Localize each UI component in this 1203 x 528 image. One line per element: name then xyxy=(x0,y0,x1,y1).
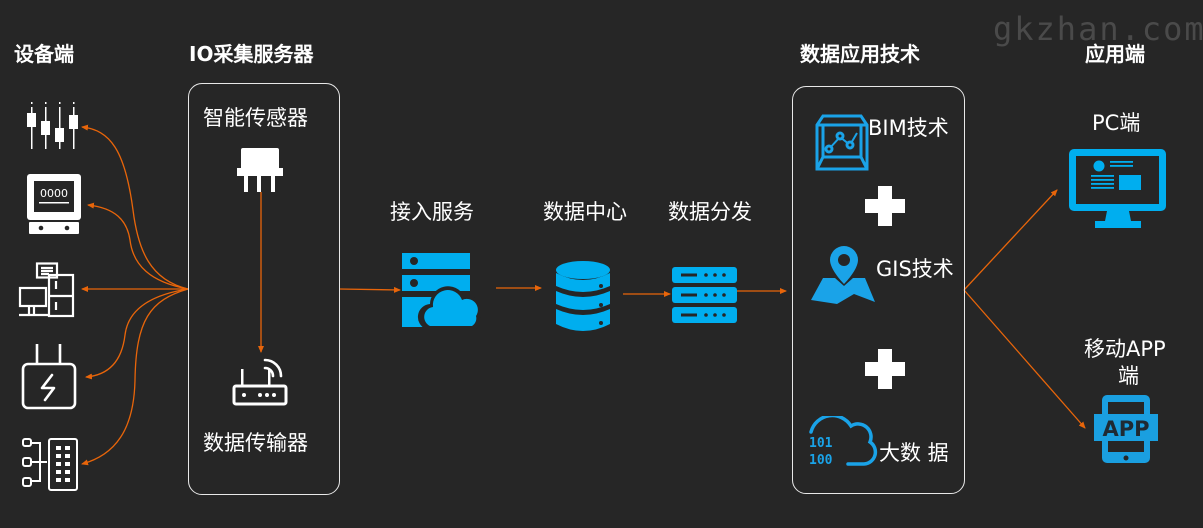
desktop-monitor-icon xyxy=(1069,149,1167,229)
bim-label: BIM技术 xyxy=(868,116,949,140)
app-text: APP xyxy=(1102,417,1149,441)
binary-100: 100 xyxy=(809,453,833,468)
io-server-box xyxy=(188,83,340,495)
data-distribution-label: 数据分发 xyxy=(668,200,752,224)
mobile-label-line1: 移动APP xyxy=(1084,337,1166,361)
plus-icon xyxy=(865,349,905,389)
pc-label: PC端 xyxy=(1092,111,1141,135)
tech-heading: 数据应用技术 xyxy=(800,42,920,66)
router-icon xyxy=(232,356,292,408)
watermark: gkzhan.com xyxy=(993,10,1203,48)
mobile-label-line2: 端 xyxy=(1118,364,1139,388)
cloud-binary-icon: 101 100 xyxy=(808,413,878,470)
svg-text:0000: 0000 xyxy=(40,187,68,200)
network-panel-icon xyxy=(21,437,79,493)
power-plug-icon xyxy=(20,342,78,410)
bigdata-label: 大数 据 xyxy=(879,441,949,465)
server-rack-icon xyxy=(672,267,738,323)
sliders-icon xyxy=(24,100,80,150)
binary-101: 101 xyxy=(809,436,833,451)
cloud-server-icon xyxy=(402,253,482,329)
devices-heading: 设备端 xyxy=(14,42,74,66)
transmitter-label: 数据传输器 xyxy=(203,431,308,455)
data-center-label: 数据中心 xyxy=(543,200,627,224)
mobile-app-icon: APP xyxy=(1094,394,1158,464)
access-service-label: 接入服务 xyxy=(390,200,474,224)
sensor-label: 智能传感器 xyxy=(203,106,308,130)
gis-label: GIS技术 xyxy=(876,257,954,281)
tech-box xyxy=(792,86,965,494)
sensor-chip-icon xyxy=(237,148,283,194)
io-server-heading: IO采集服务器 xyxy=(189,42,314,66)
database-icon xyxy=(555,261,611,333)
map-pin-icon xyxy=(811,246,877,306)
computer-server-icon xyxy=(18,262,76,318)
bim-model-icon xyxy=(813,113,871,171)
plus-icon xyxy=(865,186,905,226)
electric-meter-icon: 0000 xyxy=(26,174,82,236)
apps-heading: 应用端 xyxy=(1085,42,1145,66)
